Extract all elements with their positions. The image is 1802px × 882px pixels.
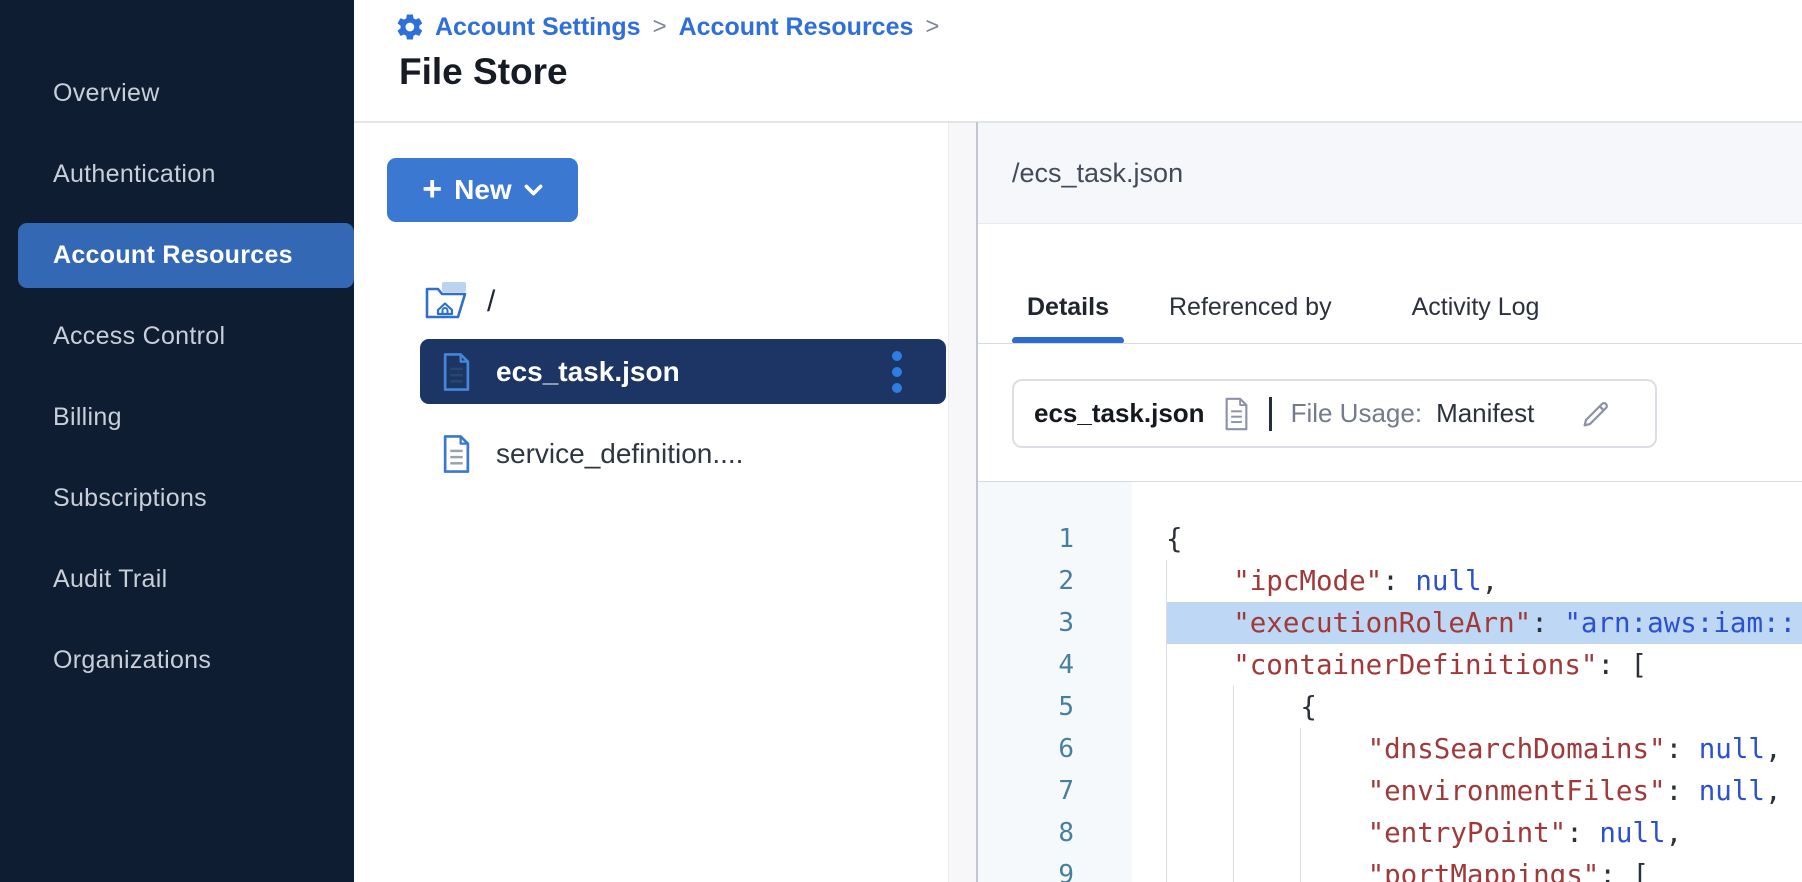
sidebar-item-billing[interactable]: Billing [0,377,354,458]
file-usage-label: File Usage: [1291,398,1423,429]
indent-guide [1166,728,1233,770]
sidebar-item-organizations[interactable]: Organizations [0,620,354,701]
tab-details[interactable]: Details [1012,271,1124,344]
sidebar-nav: Overview Authentication Account Resource… [0,53,354,701]
code-line: "portMappings": [ [1166,854,1802,882]
code-content[interactable]: {"ipcMode": null,"executionRoleArn": "ar… [1132,482,1802,882]
sidebar-item-label: Authentication [53,160,216,189]
sidebar-item-audit-trail[interactable]: Audit Trail [0,539,354,620]
indent-guide [1166,686,1233,728]
document-icon [1223,397,1250,431]
new-button-label: New [454,174,512,206]
indent-guide [1300,728,1367,770]
pencil-icon[interactable] [1580,398,1612,430]
file-name: service_definition.... [496,438,743,470]
indent-guide [1166,854,1233,882]
code-line: "ipcMode": null, [1166,560,1802,602]
code-gutter: 123456789 [978,482,1132,882]
sidebar-item-label: Audit Trail [53,565,167,594]
code-line-highlighted: "executionRoleArn": "arn:aws:iam:: [1166,602,1802,644]
sidebar-item-subscriptions[interactable]: Subscriptions [0,458,354,539]
card-separator [1269,397,1272,431]
document-icon [441,352,472,392]
tabs-divider [978,343,1802,344]
sidebar-item-label: Account Resources [53,241,293,270]
line-number: 3 [978,602,1132,644]
indent-guide [1166,560,1233,602]
line-number: 6 [978,728,1132,770]
file-row-ecs-task[interactable]: ecs_task.json [420,339,946,404]
file-row-service-definition[interactable]: service_definition.... [420,421,946,486]
sidebar-item-account-resources[interactable]: Account Resources [0,215,354,296]
kebab-menu-icon[interactable] [892,351,902,393]
sidebar-item-label: Organizations [53,646,211,675]
sidebar: Overview Authentication Account Resource… [0,0,354,882]
indent-guide [1300,854,1367,882]
code-line: "entryPoint": null, [1166,812,1802,854]
file-card-name: ecs_task.json [1034,398,1205,429]
file-usage-value: Manifest [1436,398,1534,429]
gear-icon [395,12,425,42]
breadcrumb-link-account-resources[interactable]: Account Resources [679,13,914,42]
code-line: "containerDefinitions": [ [1166,644,1802,686]
sidebar-item-overview[interactable]: Overview [0,53,354,134]
sidebar-item-authentication[interactable]: Authentication [0,134,354,215]
line-number: 5 [978,686,1132,728]
indent-guide [1166,644,1233,686]
document-icon [441,434,472,474]
file-path: /ecs_task.json [1012,158,1183,189]
indent-guide [1233,770,1300,812]
code-line: "environmentFiles": null, [1166,770,1802,812]
breadcrumb-separator: > [925,13,939,41]
root-path-label: / [487,285,495,319]
code-line: { [1166,518,1802,560]
line-number: 4 [978,644,1132,686]
detail-tabs: Details Referenced by Activity Log [1012,271,1554,344]
breadcrumb-link-account-settings[interactable]: Account Settings [435,13,641,42]
middle-panel-scrollbar[interactable] [948,123,977,882]
breadcrumb: Account Settings > Account Resources > [395,8,941,46]
page-title: File Store [399,51,568,93]
line-number: 7 [978,770,1132,812]
file-info-card: ecs_task.json File Usage: Manifest [1012,379,1657,448]
indent-guide [1233,812,1300,854]
folder-home-icon [423,281,469,323]
indent-guide [1166,602,1233,644]
code-line: { [1166,686,1802,728]
sidebar-item-label: Access Control [53,322,225,351]
line-number: 2 [978,560,1132,602]
indent-guide [1233,686,1300,728]
new-button[interactable]: + New [387,158,578,222]
breadcrumb-separator: > [653,13,667,41]
chevron-down-icon [524,184,543,196]
tab-activity-log[interactable]: Activity Log [1397,271,1555,344]
tab-referenced-by[interactable]: Referenced by [1154,271,1347,344]
indent-guide [1233,728,1300,770]
indent-guide [1300,812,1367,854]
indent-guide [1166,812,1233,854]
line-number: 8 [978,812,1132,854]
sidebar-item-label: Billing [53,403,122,432]
indent-guide [1233,854,1300,882]
sidebar-item-label: Subscriptions [53,484,207,513]
sidebar-item-access-control[interactable]: Access Control [0,296,354,377]
indent-guide [1166,770,1233,812]
plus-icon: + [422,172,442,206]
file-name: ecs_task.json [496,356,680,388]
sidebar-item-label: Overview [53,79,160,108]
code-line: "dnsSearchDomains": null, [1166,728,1802,770]
line-number: 9 [978,854,1132,882]
indent-guide [1300,770,1367,812]
file-path-header: /ecs_task.json [978,123,1802,224]
root-folder-row[interactable]: / [423,281,495,323]
line-number: 1 [978,518,1132,560]
